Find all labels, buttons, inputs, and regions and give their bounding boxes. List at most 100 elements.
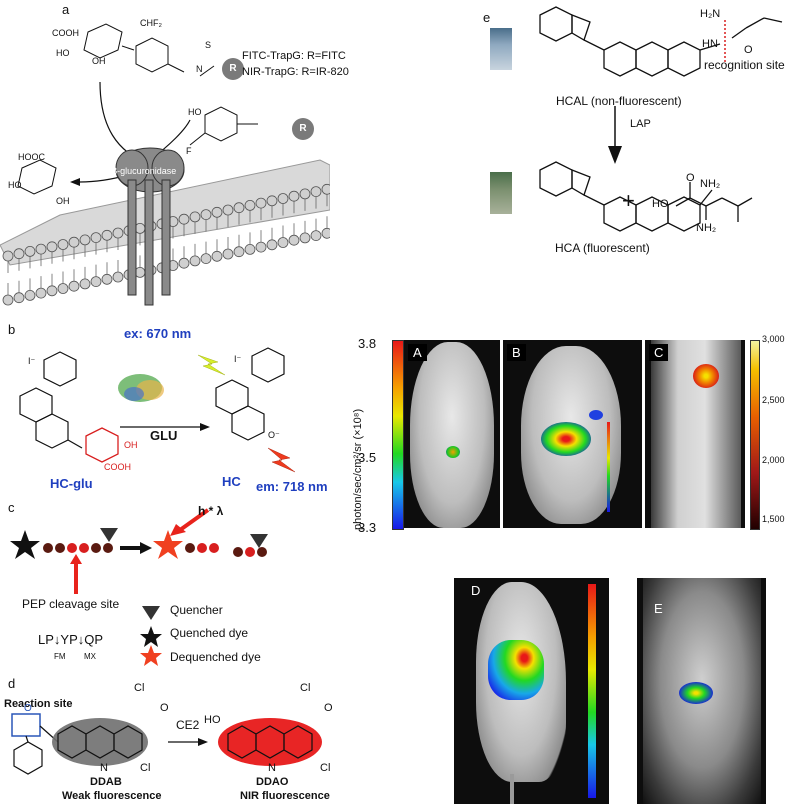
image-panel-c: C bbox=[645, 340, 745, 528]
lipid-head bbox=[178, 213, 190, 225]
iodide-label-left: I⁻ bbox=[28, 356, 36, 366]
panel-a-letter: a bbox=[62, 2, 70, 17]
lipid-head bbox=[90, 232, 102, 244]
lipid-head bbox=[112, 227, 124, 239]
lipid-head bbox=[266, 239, 278, 251]
quenched-dye-icon bbox=[10, 530, 40, 559]
panel-label-d: D bbox=[471, 583, 481, 598]
lipid-head bbox=[321, 227, 330, 239]
label-nh2-hca: NH₂ bbox=[700, 178, 721, 190]
sequence-sub-mx: MX bbox=[84, 652, 96, 661]
peptide-sequence: LP↓YP↓QP bbox=[38, 632, 104, 647]
glucuronide-probe-structure bbox=[83, 23, 215, 77]
ddao-core bbox=[218, 718, 322, 766]
scale-left-top: 3.8 bbox=[358, 336, 377, 351]
lipid-head bbox=[46, 241, 58, 253]
quencher-icon-fragment bbox=[250, 534, 268, 548]
legend-dequenched-label: Dequenched dye bbox=[170, 650, 261, 664]
ddab-o-label: O bbox=[24, 703, 32, 714]
peptide-probe-diagram bbox=[10, 508, 268, 647]
probe-entry-arrow bbox=[99, 81, 141, 161]
lipid-head bbox=[222, 248, 234, 260]
lipid-head bbox=[24, 289, 36, 301]
image-panel-d: D bbox=[454, 578, 609, 804]
lipid-head bbox=[90, 276, 102, 288]
label-n: N bbox=[196, 64, 203, 74]
label-oh-glu: OH bbox=[56, 196, 70, 206]
panel-d-letter: d bbox=[8, 676, 16, 691]
lipid-head bbox=[255, 241, 267, 253]
panel-e-letter: e bbox=[483, 10, 491, 25]
ddab-label: DDAB bbox=[90, 776, 122, 788]
o-minus-label: O⁻ bbox=[268, 430, 280, 440]
lipid-head bbox=[68, 236, 80, 248]
peptide-fragment-2 bbox=[233, 547, 267, 557]
peptide-chain-intact bbox=[43, 543, 113, 553]
excitation-bolt-icon bbox=[197, 354, 226, 376]
recognition-site-label: recognition site bbox=[704, 58, 785, 72]
vial-photo-nonfluorescent bbox=[490, 28, 512, 70]
glucuronide-group bbox=[85, 427, 119, 463]
colorbar-inner-b bbox=[607, 422, 610, 512]
lipid-head bbox=[266, 195, 278, 207]
panel-label-e: E bbox=[654, 601, 663, 616]
lipid-head bbox=[112, 271, 124, 283]
scale-right-1: 2,500 bbox=[762, 395, 785, 405]
dequenched-dye-icon bbox=[153, 530, 183, 559]
leucine-structure bbox=[675, 182, 753, 222]
lipid-head bbox=[288, 234, 300, 246]
vial-photo-fluorescent bbox=[490, 172, 512, 214]
legend-dequenched-icon bbox=[140, 645, 162, 666]
ddab-ddao-reaction bbox=[11, 713, 322, 775]
label-cooh: COOH bbox=[52, 28, 79, 38]
legend-quencher-label: Quencher bbox=[170, 603, 223, 617]
lipid-head bbox=[244, 243, 256, 255]
lipid-head bbox=[321, 183, 330, 195]
ddab-core bbox=[52, 718, 148, 766]
iodide-label-right: I⁻ bbox=[234, 354, 242, 364]
lipid-head bbox=[178, 257, 190, 269]
lipid-head bbox=[299, 188, 311, 200]
lipid-head bbox=[277, 193, 289, 204]
lipid-head bbox=[211, 250, 223, 262]
label-o-leucine: O bbox=[686, 172, 695, 184]
label-hooc: HOOC bbox=[18, 152, 45, 162]
lipid-head bbox=[233, 202, 245, 214]
trapg-line-2: NIR-TrapG: R=IR-820 bbox=[242, 66, 349, 78]
signal-spot-a bbox=[446, 446, 460, 458]
label-ho-product: HO bbox=[188, 107, 202, 117]
lipid-head bbox=[189, 211, 201, 223]
hc-glu-reaction bbox=[19, 347, 296, 473]
lipid-head bbox=[35, 243, 47, 255]
lipid-head bbox=[46, 285, 58, 297]
lipid-head bbox=[101, 229, 113, 241]
lipid-head bbox=[79, 278, 91, 290]
hc-glu-label: HC-glu bbox=[50, 476, 93, 491]
lipid-head bbox=[233, 246, 245, 258]
ddao-desc: NIR fluorescence bbox=[240, 790, 330, 802]
colorbar-d bbox=[588, 584, 596, 798]
lipid-head bbox=[35, 287, 47, 299]
lipid-head bbox=[68, 280, 80, 292]
label-ho-leucine: HO bbox=[652, 198, 669, 210]
ddab-cl-top: Cl bbox=[134, 682, 145, 694]
lipid-head bbox=[310, 186, 322, 198]
label-ho-1: HO bbox=[56, 48, 70, 58]
lipid-head bbox=[310, 230, 322, 242]
quencher-icon bbox=[100, 528, 118, 542]
lipid-head bbox=[2, 250, 14, 262]
ddab-o-ketone: O bbox=[160, 702, 169, 714]
ddao-o-ketone: O bbox=[324, 702, 333, 714]
lipid-head bbox=[211, 206, 223, 218]
hcal-label: HCAL (non-fluorescent) bbox=[556, 94, 682, 108]
legend-quenched-icon bbox=[140, 626, 162, 647]
scale-right-3: 1,500 bbox=[762, 514, 785, 524]
scale-right-2: 2,000 bbox=[762, 455, 785, 465]
label-nh2-leucine: NH₂ bbox=[696, 222, 717, 234]
r-group-icon-product: R bbox=[292, 118, 314, 140]
trapg-line-1: FITC-TrapG: R=FITC bbox=[242, 50, 346, 62]
label-s: S bbox=[205, 40, 212, 50]
label-oh-1: OH bbox=[92, 56, 106, 66]
colorbar-right bbox=[750, 340, 760, 530]
lipid-head bbox=[200, 209, 212, 221]
